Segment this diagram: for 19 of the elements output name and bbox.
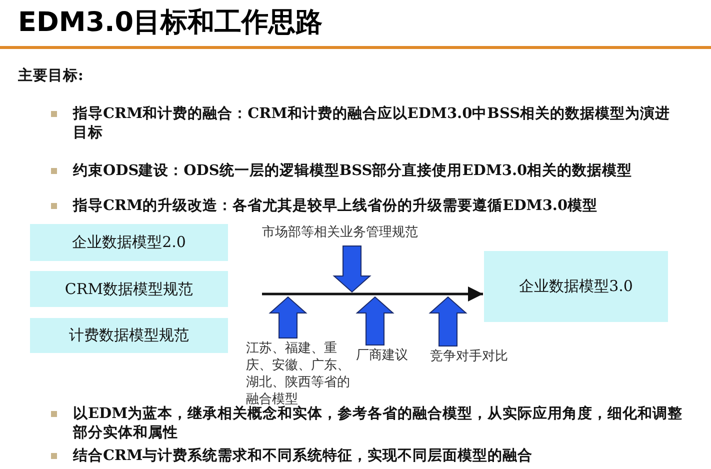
- source-label: 竞争对手对比: [430, 348, 522, 368]
- bullet-text: 结合CRM与计费系统需求和不同系统特征，实现不同层面模型的融合: [73, 446, 534, 465]
- model-box: CRM数据模型规范: [30, 271, 228, 307]
- block-arrow: [356, 296, 394, 346]
- model-box: 计费数据模型规范: [30, 318, 228, 353]
- source-label: 厂商建议: [356, 347, 420, 367]
- source-label: 市场部等相关业务管理规范: [262, 224, 472, 244]
- bullet-text: 指导CRM的升级改造：各省尤其是较早上线省份的升级需要遵循EDM3.0模型: [73, 196, 599, 215]
- bullet-text: 约束ODS建设：ODS统一层的逻辑模型BSS部分直接使用EDM3.0相关的数据模型: [73, 161, 634, 180]
- model-box: 企业数据模型3.0: [484, 251, 668, 322]
- arrow: [262, 286, 483, 302]
- block-arrow: [428, 296, 468, 346]
- model-box: 企业数据模型2.0: [30, 224, 228, 261]
- block-arrow: [332, 246, 372, 293]
- block-arrow: [268, 296, 308, 338]
- slide-title: EDM3.0目标和工作思路: [18, 6, 323, 40]
- bullet-text: 以EDM为蓝本，继承相关概念和实体，参考各省的融合模型，从实际应用角度，细化和调整部分实体和属性: [73, 405, 684, 442]
- section-heading: 主要目标:: [18, 66, 84, 85]
- bullet-text: 指导CRM和计费的融合：CRM和计费的融合应以EDM3.0中BSS相关的数据模型为演进目标: [73, 104, 672, 142]
